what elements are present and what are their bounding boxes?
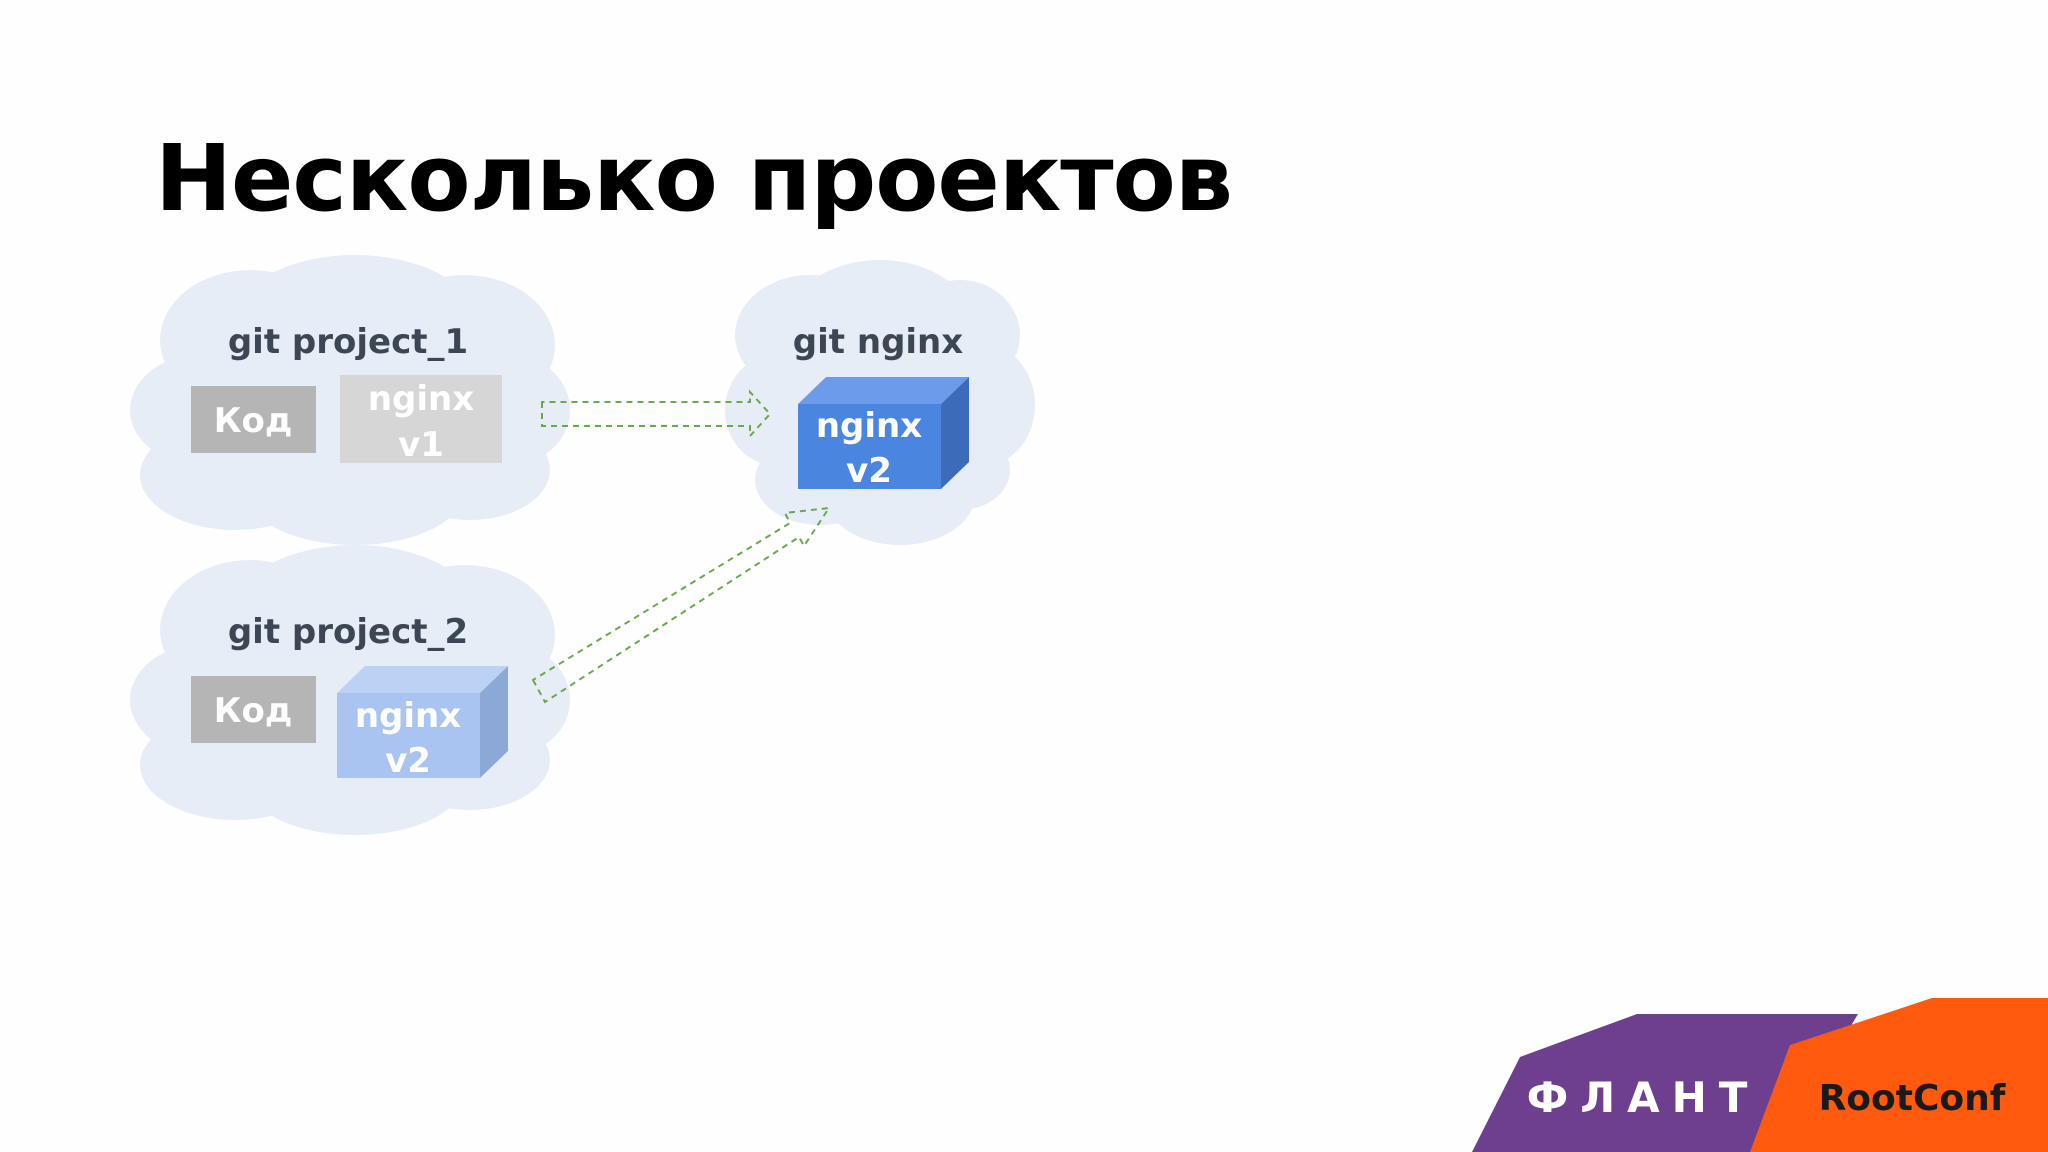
- nginx-v2-dark-line1: nginx: [816, 406, 922, 446]
- cloud-nginx-repo-title: git nginx: [793, 322, 963, 362]
- rootconf-logo-text: RootConf: [1819, 1078, 2006, 1119]
- cloud-project-2: git project_2 Код nginx v2: [130, 545, 570, 835]
- nginx-v1-box-line2: v1: [398, 425, 444, 465]
- code-box-project-1: [191, 386, 316, 453]
- nginx-v2-light-line2: v2: [385, 741, 431, 781]
- nginx-v1-box: [340, 375, 502, 463]
- nginx-v1-box-line1: nginx: [368, 379, 474, 419]
- code-box-project-2-label: Код: [214, 691, 293, 731]
- code-box-project-2: [191, 676, 316, 743]
- cloud-project-2-title: git project_2: [228, 612, 468, 652]
- cloud-project-1: git project_1 Код nginx v1: [130, 255, 570, 545]
- cloud-nginx-repo: git nginx nginx v2: [725, 260, 1035, 545]
- cloud-project-1-title: git project_1: [228, 322, 468, 362]
- nginx-v2-dark-cube: [798, 377, 969, 489]
- nginx-v2-light-line1: nginx: [355, 696, 461, 736]
- arrow-project-2-to-nginx: [531, 506, 832, 704]
- nginx-v2-light-cube: [337, 666, 508, 778]
- nginx-v2-dark-line2: v2: [846, 451, 892, 491]
- code-box-project-1-label: Код: [214, 401, 293, 441]
- flant-logo: ФЛАНТ: [1472, 1014, 1858, 1152]
- rootconf-logo: RootConf: [1750, 998, 2048, 1152]
- flant-logo-text: ФЛАНТ: [1527, 1073, 1760, 1122]
- arrow-project-1-to-nginx: [541, 389, 772, 439]
- slide-title: Несколько проектов: [155, 125, 1233, 232]
